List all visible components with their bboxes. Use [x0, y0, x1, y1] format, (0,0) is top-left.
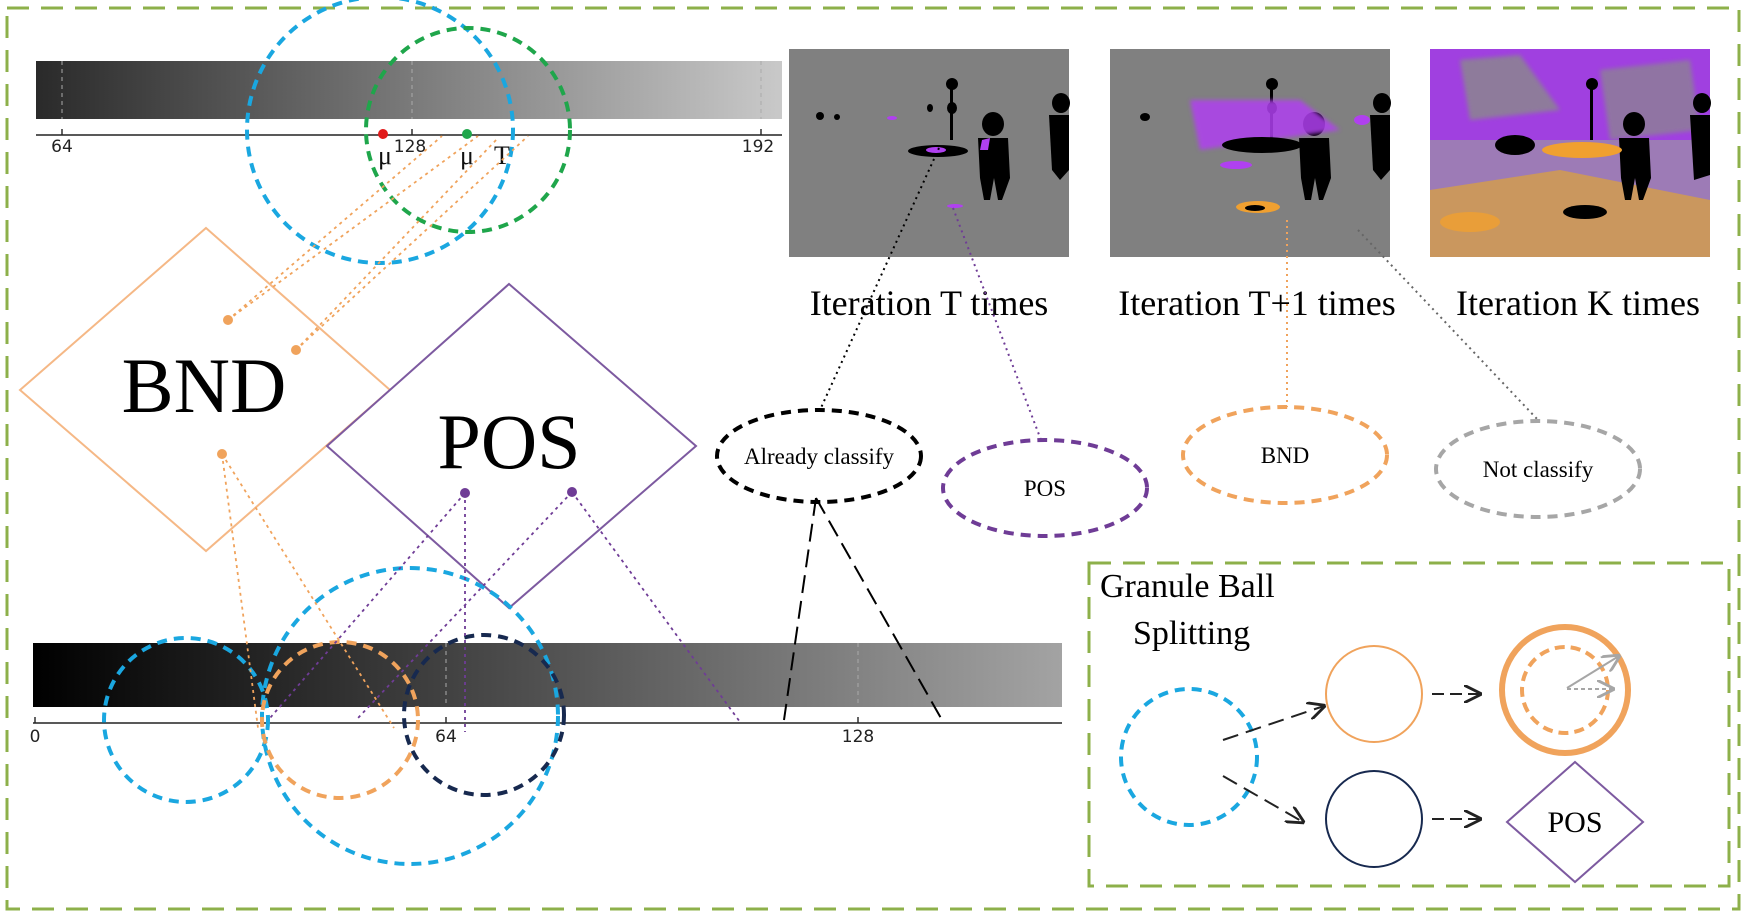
outer-frame	[5, 6, 1741, 911]
mu-green-point	[462, 129, 472, 139]
bnd-point-1	[223, 315, 233, 325]
not-classify-ellipse	[1434, 419, 1642, 519]
not-classify-label: Not classify	[1483, 457, 1594, 482]
pos-label: POS	[437, 398, 580, 485]
purple-connectors	[269, 491, 741, 732]
top-tick-64: 64	[51, 137, 73, 157]
bottom-tick-128: 128	[842, 727, 874, 747]
top-gray-scale: 64 128 192	[36, 61, 782, 157]
top-tick-128: 128	[394, 137, 426, 157]
bottom-orange-connectors	[221, 453, 395, 729]
bottom-navy-ball	[402, 633, 566, 797]
radius-arrow-outer	[1566, 656, 1619, 689]
connector-not	[1357, 229, 1539, 421]
bnd-ellipse-label: BND	[1261, 443, 1310, 468]
bottom-tick-0: 0	[30, 727, 41, 747]
bottom-blue-small-ball	[102, 636, 270, 804]
iteration-t1-panel	[1110, 49, 1391, 257]
bottom-tick-64: 64	[435, 727, 457, 747]
bnd-label: BND	[122, 342, 287, 429]
splitting-box	[1087, 561, 1731, 888]
top-tick-192: 192	[742, 137, 774, 157]
splitting-title-line2: Splitting	[1133, 615, 1250, 652]
split-arrow-upper	[1222, 706, 1324, 741]
iteration-t-panel	[789, 49, 1070, 257]
mu-red-label: μ	[378, 141, 392, 170]
already-classify-label: Already classify	[744, 444, 895, 469]
bottom-blue-large-ball	[260, 566, 560, 866]
split-arrow-lower	[1222, 775, 1303, 822]
split-pos-label: POS	[1547, 806, 1602, 839]
pos-ellipse	[941, 438, 1149, 538]
iteration-k-panel	[1430, 49, 1711, 257]
bnd-diamond	[18, 226, 392, 553]
split-source-ball	[1119, 687, 1259, 827]
bnd-ellipse	[1181, 405, 1389, 505]
split-orange-ball	[1325, 645, 1423, 743]
bottom-gray-scale: 0 64 128	[30, 643, 1062, 747]
bottom-orange-ball	[260, 640, 420, 800]
iteration-t-caption: Iteration T times	[810, 283, 1049, 323]
mu-green-label: μ	[460, 141, 474, 170]
mu-red-point	[378, 129, 388, 139]
iteration-k-caption: Iteration K times	[1456, 283, 1700, 323]
top-green-granule-ball	[364, 26, 572, 234]
split-pos-diamond	[1505, 760, 1645, 884]
top-orange-connectors	[227, 135, 529, 351]
iteration-t1-caption: Iteration T+1 times	[1118, 283, 1396, 323]
splitting-title-line1: Granule Ball	[1100, 568, 1275, 605]
already-classify-triangle	[783, 497, 943, 721]
pos-ellipse-label: POS	[1024, 476, 1066, 501]
bnd-point-2	[291, 345, 301, 355]
split-navy-ball	[1325, 770, 1423, 868]
split-bnd-ball-outer	[1499, 624, 1631, 756]
